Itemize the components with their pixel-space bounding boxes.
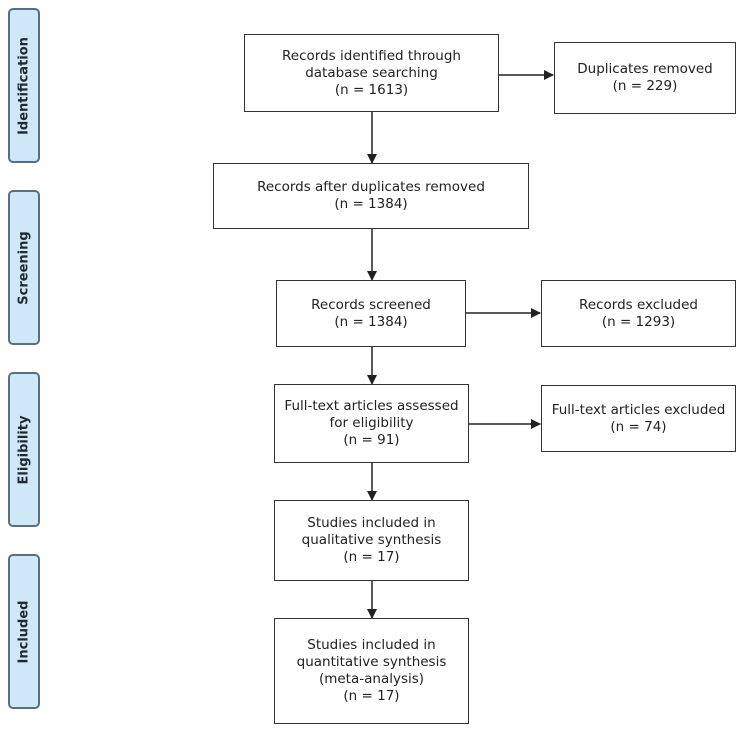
count: (n = 17)	[343, 549, 400, 565]
text: Records after duplicates removed	[257, 179, 485, 195]
stage-screening-label: Screening	[16, 230, 32, 305]
stage-eligibility-label: Eligibility	[16, 415, 32, 484]
count: (n = 74)	[610, 418, 667, 435]
count: (n = 1613)	[334, 81, 409, 98]
text: for eligibility	[329, 415, 414, 431]
box-duplicates-removed: Duplicates removed (n = 229)	[554, 42, 736, 114]
stage-included: Included	[8, 554, 40, 709]
box-records-identified: Records identified through database sear…	[244, 34, 499, 112]
stage-screening: Screening	[8, 190, 40, 345]
text: Studies included in	[307, 637, 436, 653]
box-qualitative-synthesis: Studies included in qualitative synthesi…	[274, 500, 469, 581]
text: Full-text articles excluded	[551, 401, 726, 418]
stage-identification-label: Identification	[16, 36, 32, 135]
text: Full-text articles assessed	[284, 398, 459, 414]
box-after-duplicates: Records after duplicates removed (n = 13…	[213, 163, 529, 229]
stage-eligibility: Eligibility	[8, 372, 40, 527]
text: Studies included in	[307, 515, 436, 531]
text: quantitative synthesis	[296, 654, 447, 670]
count: (n = 91)	[343, 432, 400, 448]
box-records-excluded: Records excluded (n = 1293)	[541, 280, 736, 347]
box-quantitative-synthesis: Studies included in quantitative synthes…	[274, 618, 469, 724]
text: (meta-analysis)	[318, 671, 425, 687]
stage-included-label: Included	[16, 600, 32, 663]
text: Records excluded	[579, 296, 698, 313]
box-fulltext-excluded: Full-text articles excluded (n = 74)	[541, 385, 736, 452]
box-fulltext-assessed: Full-text articles assessed for eligibil…	[274, 384, 469, 463]
count: (n = 1384)	[334, 196, 408, 212]
text: Records identified through	[282, 47, 461, 64]
count: (n = 17)	[343, 688, 400, 704]
count: (n = 1293)	[601, 313, 676, 330]
text: database searching	[305, 64, 438, 81]
text: qualitative synthesis	[301, 532, 442, 548]
text: Records screened	[311, 296, 431, 313]
stage-identification: Identification	[8, 8, 40, 163]
box-records-screened: Records screened (n = 1384)	[276, 280, 466, 347]
count: (n = 1384)	[334, 313, 408, 330]
text: Duplicates removed	[577, 61, 713, 77]
count: (n = 229)	[612, 78, 678, 94]
